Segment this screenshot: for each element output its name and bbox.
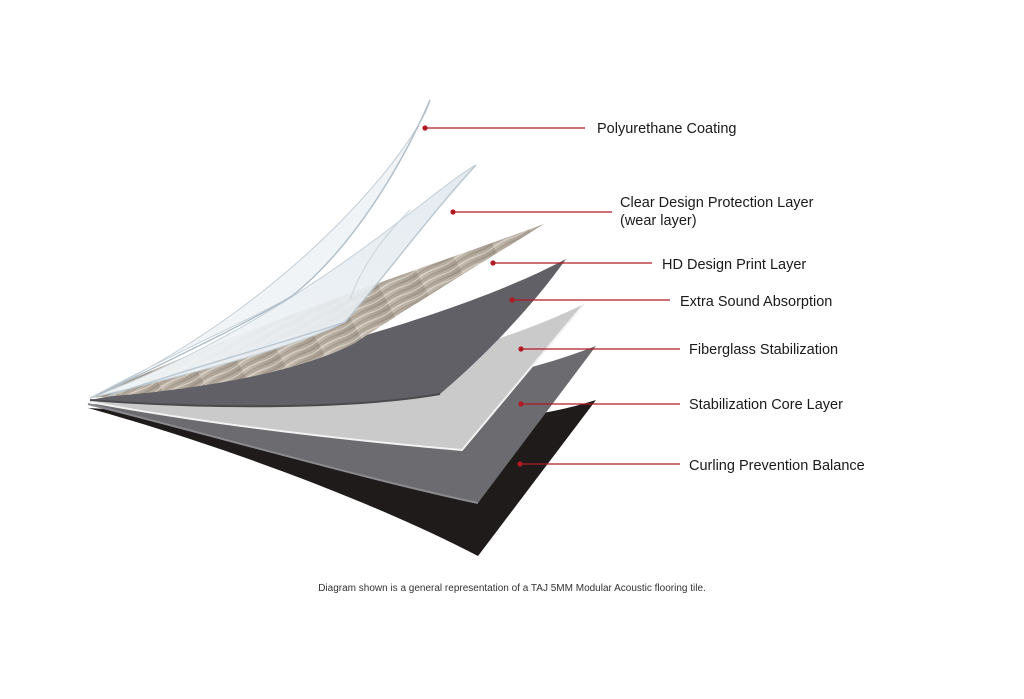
polyurethane-highlight — [95, 99, 431, 397]
leader-lines — [422, 125, 680, 467]
fiberglass-layer — [90, 304, 584, 450]
polyurethane-inner-curve — [349, 209, 411, 301]
fiberglass-edge — [89, 303, 585, 452]
sound-absorption-edge — [89, 393, 441, 408]
label-polyurethane-coating: Polyurethane Coating — [597, 121, 736, 137]
label-clear-design-protection: Clear Design Protection Layer — [620, 195, 814, 211]
label-extra-sound-absorption: Extra Sound Absorption — [680, 294, 832, 310]
label-clear-design-protection-sub: (wear layer) — [620, 213, 697, 229]
label-stabilization-core: Stabilization Core Layer — [689, 397, 843, 413]
label-fiberglass-stabilization: Fiberglass Stabilization — [689, 342, 838, 358]
stabilization-core-edge — [87, 403, 479, 504]
diagram-caption: Diagram shown is a general representatio… — [318, 583, 706, 594]
sound-absorption-layer — [90, 259, 566, 407]
label-curling-prevention: Curling Prevention Balance — [689, 458, 865, 474]
clear-protection-highlight — [107, 164, 477, 397]
label-hd-design-print: HD Design Print Layer — [662, 257, 806, 273]
